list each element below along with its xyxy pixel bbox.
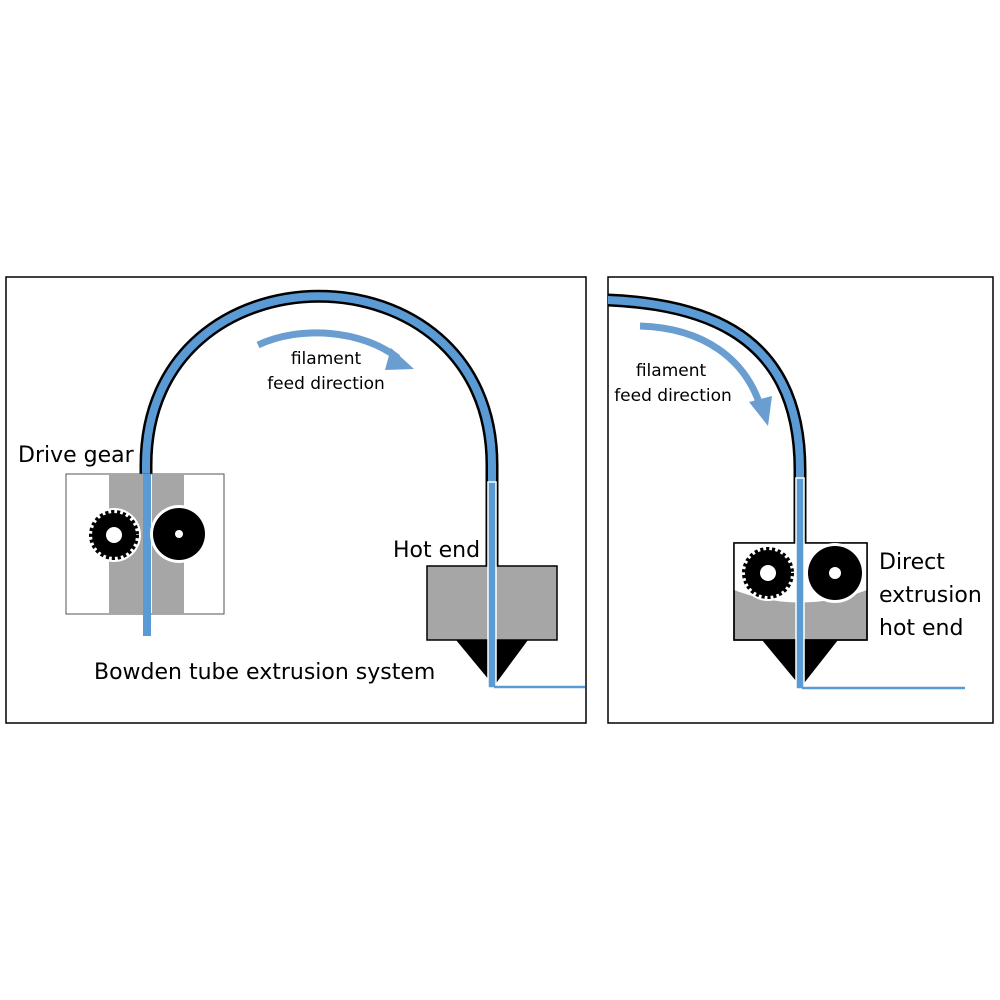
- drive-gear-assembly: [65, 473, 225, 636]
- arrow-label-line1: filament: [291, 349, 362, 369]
- hot-end-filament: [487, 481, 497, 689]
- direct-arrow-label-line2: feed direction: [614, 386, 732, 406]
- direct-panel: filament feed direction Direct extrusi: [607, 276, 994, 724]
- filament-strand: [143, 474, 151, 636]
- direct-arrow-label-line1: filament: [636, 361, 707, 381]
- bowden-tube: [139, 289, 499, 566]
- idler-wheel-icon: [150, 505, 208, 563]
- direct-tube: [608, 293, 807, 545]
- drive-gear-label: Drive gear: [18, 443, 135, 468]
- direct-feed-arrow: [639, 322, 772, 426]
- direct-label-line3: hot end: [879, 616, 963, 641]
- direct-label-line1: Direct: [879, 550, 945, 575]
- hot-end: [426, 481, 585, 689]
- direct-idler-wheel-icon: [805, 543, 865, 603]
- direct-filament: [795, 477, 805, 690]
- gear-toothed-icon: [87, 508, 141, 562]
- direct-hot-end: [733, 477, 965, 690]
- direct-gear-toothed-icon: [740, 545, 796, 601]
- direct-label-line2: extrusion: [879, 583, 982, 608]
- bowden-panel: filament feed direction Drive gear Hot e…: [5, 276, 587, 724]
- bowden-caption: Bowden tube extrusion system: [94, 660, 435, 685]
- arrow-label-line2: feed direction: [267, 374, 385, 394]
- feed-direction-arrow: [256, 329, 414, 370]
- hot-end-label: Hot end: [393, 538, 480, 563]
